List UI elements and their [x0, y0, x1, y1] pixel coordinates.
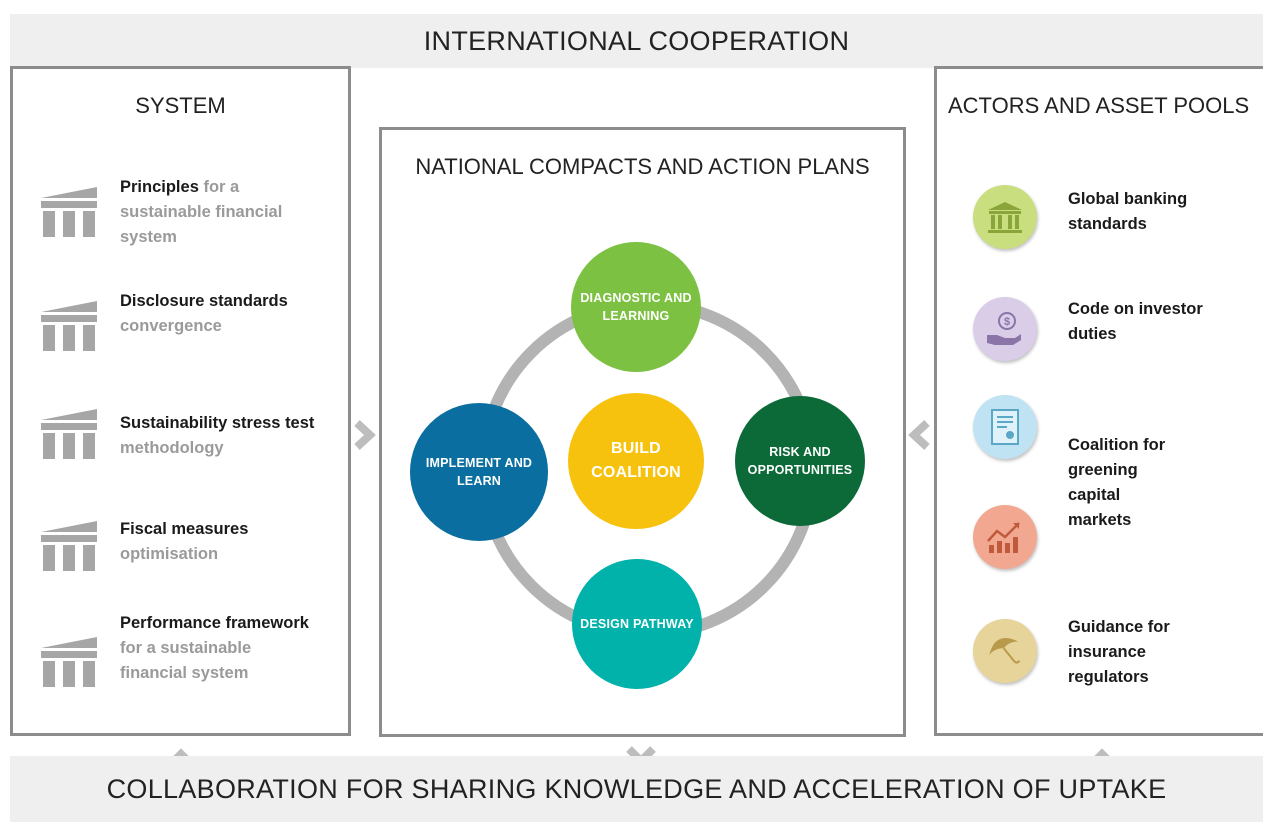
national-title: NATIONAL COMPACTS AND ACTION PLANS [415, 154, 870, 179]
system-item-stress-test: Sustainability stress test methodology [13, 409, 343, 507]
growth-chart-icon [973, 505, 1037, 569]
risk-node: RISK AND OPPORTUNITIES [735, 396, 865, 526]
chevron-left-icon [908, 420, 930, 450]
pillar-icon [41, 637, 97, 687]
actor-label: Guidance for insurance regulators [1068, 618, 1170, 686]
collaboration-band: COLLABORATION FOR SHARING KNOWLEDGE AND … [10, 756, 1263, 822]
bank-icon [973, 185, 1037, 249]
pillar-icon [41, 301, 97, 351]
system-item-performance: Performance framework for a sustainable … [13, 611, 343, 707]
diagnostic-node: DIAGNOSTIC AND LEARNING [571, 242, 701, 372]
hand-coin-icon: $ [973, 297, 1037, 361]
system-item-fiscal: Fiscal measures optimisation [13, 517, 343, 613]
pillar-icon [41, 409, 97, 459]
actor-label: Coalition for greening capital markets [1068, 436, 1166, 529]
pillar-icon [41, 187, 97, 237]
international-cooperation-band: INTERNATIONAL COOPERATION [10, 14, 1263, 68]
system-panel: SYSTEM Principles for a sustainable fina… [10, 66, 351, 736]
actors-panel: ACTORS AND ASSET POOLS Global banking st… [934, 66, 1263, 736]
chevron-right-icon [354, 420, 376, 450]
design-node: DESIGN PATHWAY [572, 559, 702, 689]
band-title: COLLABORATION FOR SHARING KNOWLEDGE AND … [106, 773, 1167, 804]
actor-label: Code on investor duties [1068, 300, 1203, 343]
pillar-icon [41, 521, 97, 571]
umbrella-icon [973, 619, 1037, 683]
national-compacts-panel: NATIONAL COMPACTS AND ACTION PLANS DIAGN… [379, 127, 906, 737]
band-title: INTERNATIONAL COOPERATION [423, 25, 850, 56]
implement-node: IMPLEMENT AND LEARN [410, 403, 548, 541]
system-item-disclosure: Disclosure standards convergence [13, 289, 343, 385]
system-title: SYSTEM [135, 93, 226, 118]
certificate-icon [973, 395, 1037, 459]
actors-title: ACTORS AND ASSET POOLS [948, 93, 1250, 118]
build-coalition-node: BUILD COALITION [568, 393, 704, 529]
actor-label: Global banking standards [1068, 190, 1188, 233]
system-item-principles: Principles for a sustainable financial s… [13, 175, 343, 271]
svg-text:$: $ [1004, 316, 1010, 328]
